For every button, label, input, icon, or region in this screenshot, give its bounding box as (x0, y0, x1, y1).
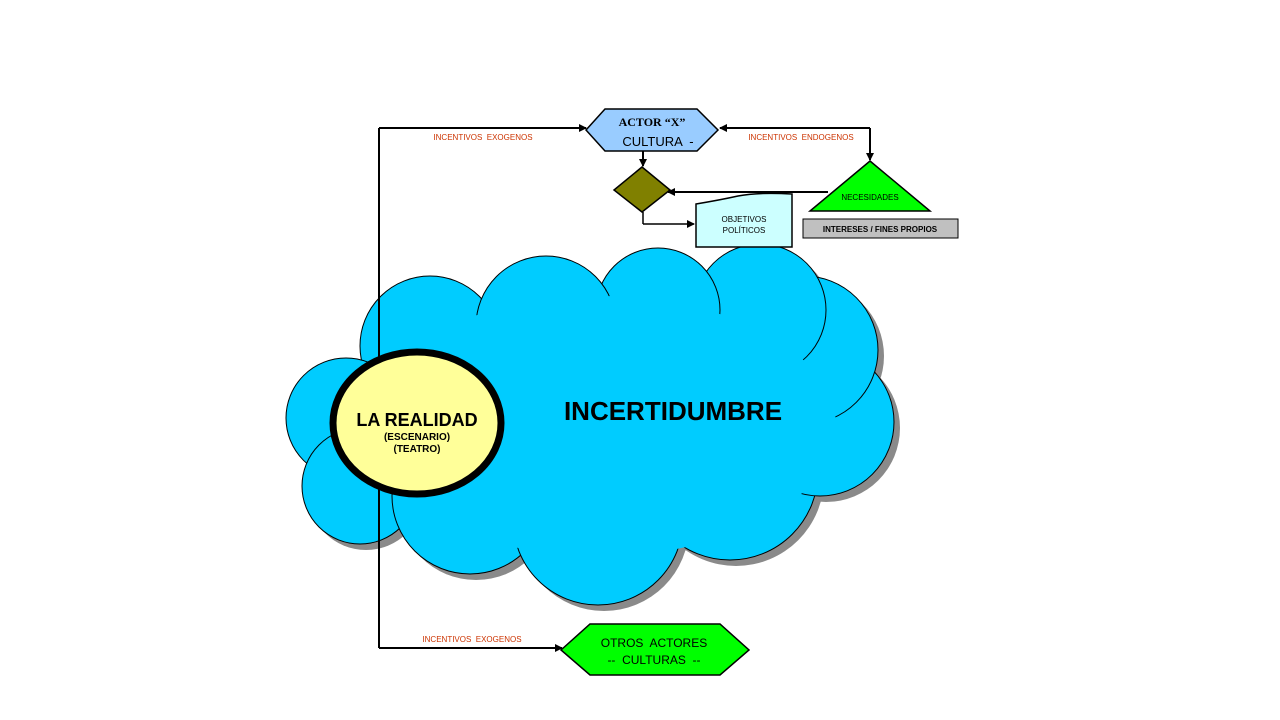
intereses-box (802, 218, 959, 239)
otros-line1: OTROS ACTORES (601, 636, 707, 650)
objetivos-line2: POLÍTICOS (723, 226, 766, 235)
necesidades-label: NECESIDADES (841, 193, 898, 202)
realidad-title: LA REALIDAD (356, 410, 477, 430)
edge-label-exogenos-bottom: INCENTIVOS EXOGENOS (422, 635, 521, 644)
edge-label-endogenos: INCENTIVOS ENDOGENOS (748, 133, 853, 142)
otros-line2: -- CULTURAS -- (607, 653, 700, 667)
objetivos-line1: OBJETIVOS (722, 215, 767, 224)
actor-title: ACTOR “X” (619, 115, 686, 129)
objetivos-politicos-node (695, 192, 793, 248)
cloud-label: INCERTIDUMBRE (564, 396, 782, 426)
necesidades-triangle (807, 160, 933, 212)
actor-subtitle: CULTURA - (622, 134, 693, 149)
realidad-ellipse (329, 348, 505, 498)
actor-x-node (584, 108, 720, 152)
edge-label-exogenos-top: INCENTIVOS EXOGENOS (433, 133, 532, 142)
realidad-line1: (ESCENARIO) (384, 432, 450, 443)
decision-diamond (612, 166, 672, 213)
cloud-fill-core (364, 296, 836, 556)
intereses-label: INTERESES / FINES PROPIOS (823, 225, 938, 234)
realidad-line2: (TEATRO) (393, 444, 440, 455)
otros-actores-node (559, 623, 751, 676)
